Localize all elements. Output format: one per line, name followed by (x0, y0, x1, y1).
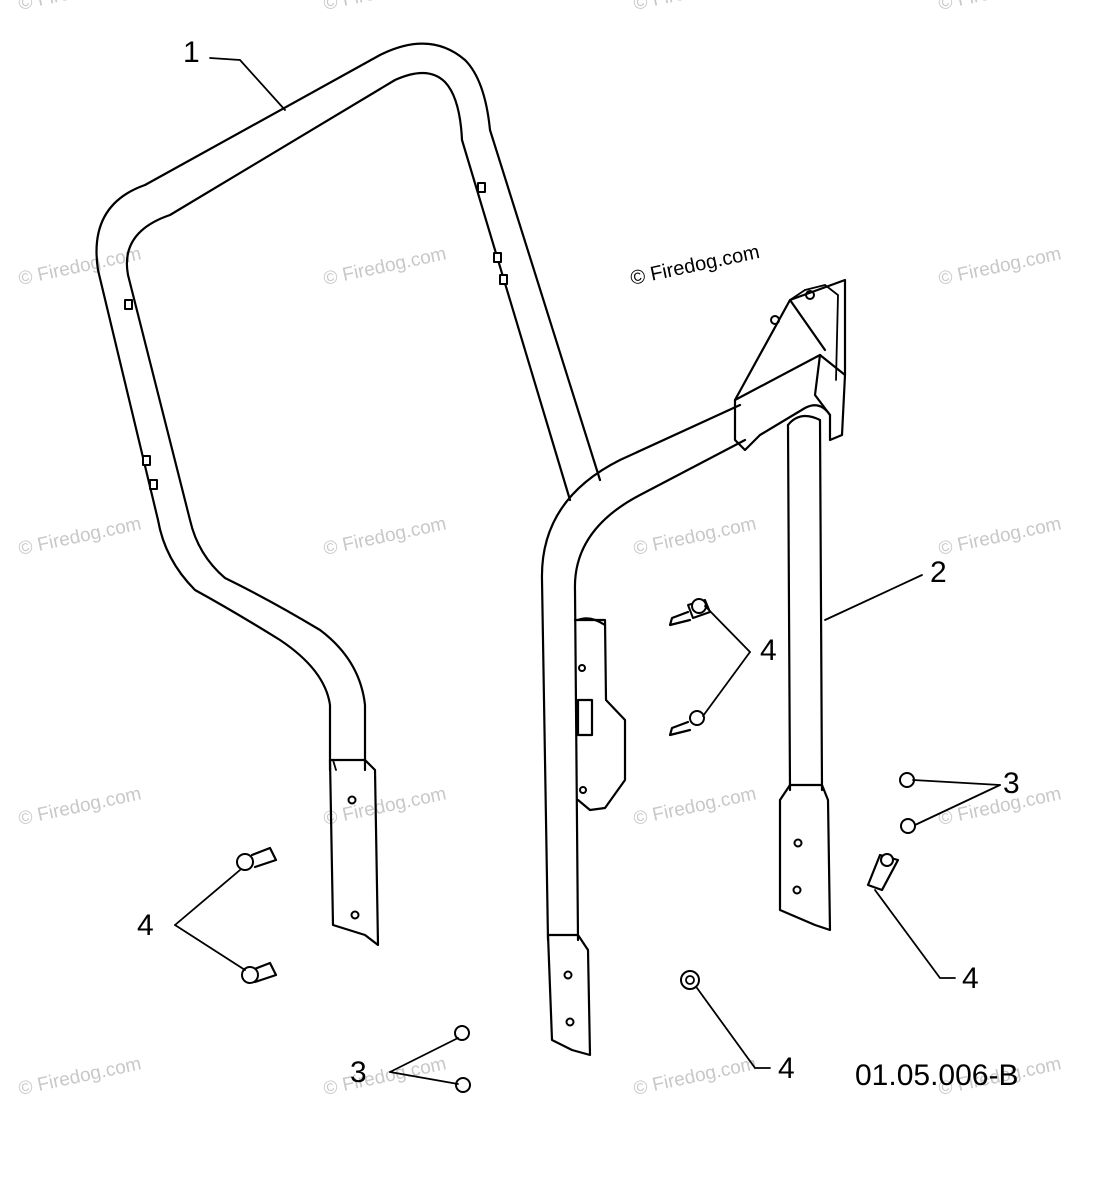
mounting-bracket (573, 617, 627, 812)
copyright-label: © Firedog.com (628, 241, 761, 290)
slot (493, 252, 502, 263)
slot (499, 274, 508, 285)
watermark: © Firedog.com (17, 0, 144, 15)
watermark: © Firedog.com (937, 0, 1064, 15)
callout-3: 3 (1003, 767, 1020, 800)
slot (142, 455, 151, 466)
watermark: © Firedog.com (17, 783, 144, 830)
watermark: © Firedog.com (17, 1053, 144, 1100)
watermark-grid: © Firedog.com © Firedog.com © Firedog.co… (17, 0, 1064, 1100)
callout-4: 4 (137, 909, 154, 942)
watermark: © Firedog.com (632, 783, 759, 830)
callout-2: 2 (930, 556, 947, 589)
watermark: © Firedog.com (17, 513, 144, 560)
bolt (668, 710, 705, 737)
slot (477, 182, 486, 193)
callout-4: 4 (760, 634, 777, 667)
handle-bar-part-2 (540, 278, 847, 1057)
callout-1: 1 (183, 36, 200, 69)
nut (454, 772, 916, 1093)
diagram-code: 01.05.006-B (855, 1059, 1018, 1092)
watermark: © Firedog.com (17, 243, 144, 290)
watermark: © Firedog.com (322, 1053, 449, 1100)
bolt (680, 970, 700, 990)
watermark: © Firedog.com (322, 783, 449, 830)
callout-3: 3 (350, 1056, 367, 1089)
bolt (866, 853, 900, 892)
watermark: © Firedog.com (322, 0, 449, 15)
watermark: © Firedog.com (322, 513, 449, 560)
bolt (236, 846, 278, 871)
handle-bar-part-1 (95, 42, 602, 947)
watermark: © Firedog.com (937, 513, 1064, 560)
watermark: © Firedog.com (632, 513, 759, 560)
callout-4: 4 (778, 1052, 795, 1085)
watermark: © Firedog.com (937, 243, 1064, 290)
callout-4: 4 (962, 962, 979, 995)
leader-lines (174, 57, 1001, 1085)
slot (149, 479, 158, 490)
watermark: © Firedog.com (632, 0, 759, 15)
bolt (668, 598, 711, 627)
watermark: © Firedog.com (322, 243, 449, 290)
bolt (241, 961, 278, 984)
slot (124, 299, 133, 310)
watermark: © Firedog.com (632, 1053, 759, 1100)
